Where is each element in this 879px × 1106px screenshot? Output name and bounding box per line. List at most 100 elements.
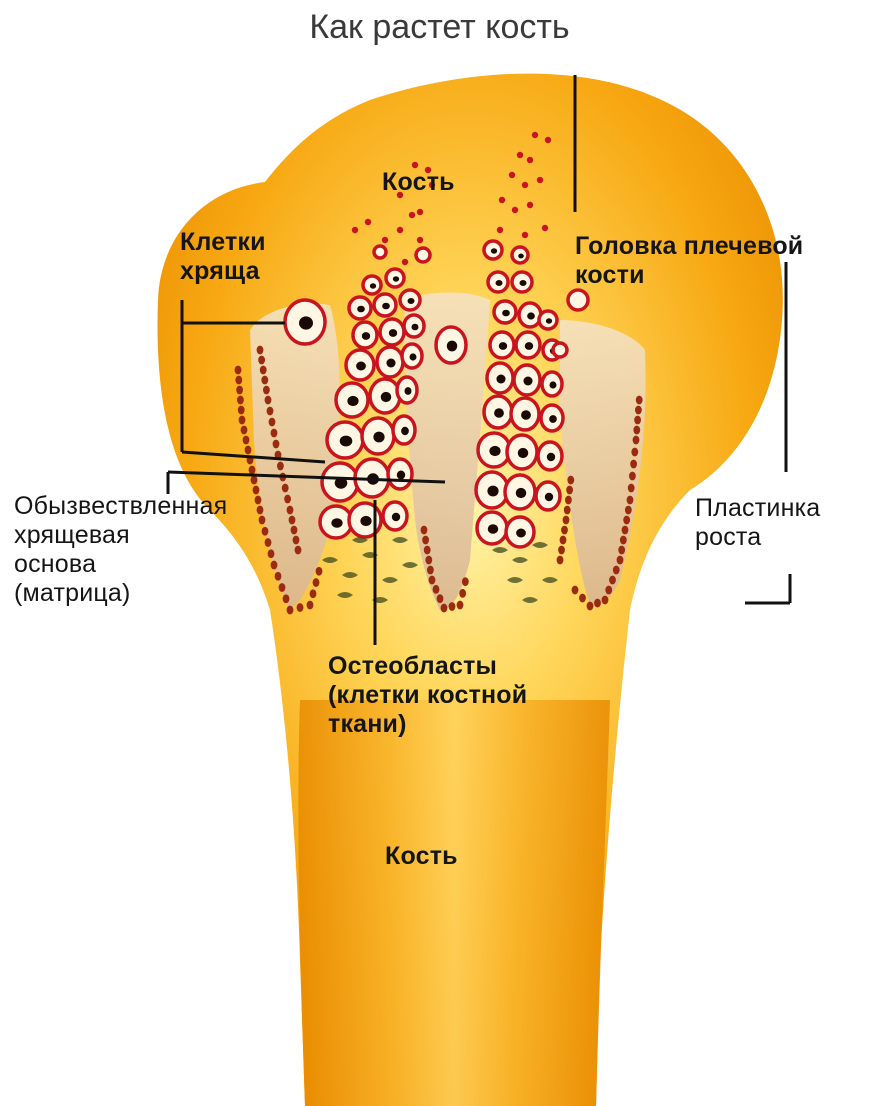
cell-nucleus — [518, 448, 529, 458]
cell-nucleus — [520, 280, 527, 286]
osteoblast-dot — [277, 462, 284, 471]
osteoblast-dot — [625, 506, 632, 515]
cell-nucleus — [496, 280, 503, 286]
osteoblast-dot — [283, 594, 290, 603]
osteoblast-dot — [572, 586, 579, 595]
osteoblast-dot — [437, 594, 444, 603]
osteoblast-dot — [271, 561, 278, 570]
red-dot — [542, 225, 548, 231]
cell-nucleus — [547, 453, 555, 461]
cell-nucleus — [489, 446, 500, 456]
red-dot — [402, 259, 408, 265]
red-dot — [397, 227, 403, 233]
osteoblast-dot — [238, 406, 245, 415]
cell-nucleus — [523, 377, 532, 386]
osteoblast-dot — [628, 484, 635, 493]
red-dot — [527, 157, 533, 163]
osteoblast-dot — [297, 603, 304, 612]
osteoblast-dot — [441, 604, 448, 613]
red-dot — [365, 219, 371, 225]
osteoblast-dot — [623, 516, 630, 525]
cartilage-cell — [553, 343, 567, 357]
cartilage-cell — [374, 246, 386, 258]
osteoblast-dot — [613, 566, 620, 575]
cell-nucleus — [496, 375, 505, 384]
osteoblast-dot — [631, 448, 638, 457]
osteoblast-dot — [618, 546, 625, 555]
cell-nucleus — [408, 298, 415, 304]
cell-nucleus — [516, 488, 527, 498]
cell-nucleus — [362, 332, 370, 340]
osteoblast-dot — [427, 566, 434, 575]
osteoblast-dot — [633, 426, 640, 435]
cell-nucleus — [340, 436, 353, 447]
cell-nucleus — [499, 342, 507, 350]
osteoblast-dot — [630, 460, 637, 469]
red-dot — [352, 227, 358, 233]
osteoblast-dot — [255, 496, 262, 505]
osteoblast-dot — [587, 602, 594, 611]
osteoblast-dot — [564, 506, 571, 515]
red-dot — [512, 207, 518, 213]
osteoblast-dot — [629, 472, 636, 481]
label-growth-plate: Пластинка роста — [695, 494, 820, 552]
osteoblast-dot — [237, 396, 244, 405]
label-calcified-matrix: Обызвествленная хрящевая основа (матрица… — [14, 492, 227, 608]
osteoblast-dot — [622, 526, 629, 535]
cell-nucleus — [521, 410, 531, 420]
osteoblast-dot — [422, 536, 429, 545]
osteoblast-dot — [594, 599, 601, 608]
red-dot — [417, 237, 423, 243]
red-dot — [409, 212, 415, 218]
cartilage-cell — [416, 248, 430, 262]
osteoblast-dot — [260, 366, 267, 375]
osteoblast-dot — [269, 418, 276, 427]
osteoblast-dot — [262, 527, 269, 536]
osteoblast-dot — [424, 546, 431, 555]
osteoblast-dot — [291, 526, 298, 535]
osteoblast-dot — [265, 396, 272, 405]
osteoblast-dot — [268, 549, 275, 558]
cell-nucleus — [393, 276, 399, 281]
label-cartilage-cells: Клетки хряща — [180, 228, 266, 286]
cell-nucleus — [502, 310, 510, 317]
osteoblast-dot — [635, 406, 642, 415]
osteoblast-dot — [257, 346, 264, 355]
osteoblast-dot — [257, 506, 264, 515]
osteoblast-dot — [421, 526, 428, 535]
red-dot — [382, 237, 388, 243]
osteoblast-dot — [627, 496, 634, 505]
osteoblast-dot — [263, 386, 270, 395]
red-dot — [532, 132, 538, 138]
cell-nucleus — [516, 529, 526, 538]
osteoblast-dot — [462, 577, 469, 586]
osteoblast-dot — [633, 436, 640, 445]
label-osteoblasts: Остеобласты (клетки костной ткани) — [328, 652, 527, 739]
red-dot — [522, 232, 528, 238]
cell-nucleus — [491, 248, 497, 253]
osteoblast-dot — [235, 376, 242, 385]
cell-nucleus — [397, 471, 405, 480]
cell-nucleus — [331, 518, 342, 528]
osteoblast-dot — [457, 601, 464, 610]
osteoblast-dot — [605, 586, 612, 595]
osteoblast-dot — [293, 536, 300, 545]
cell-nucleus — [386, 359, 395, 368]
osteoblast-dot — [579, 594, 586, 603]
osteoblast-dot — [249, 466, 256, 475]
cell-nucleus — [546, 318, 552, 323]
osteoblast-dot — [557, 556, 564, 565]
red-dot — [509, 172, 515, 178]
osteoblast-dot — [282, 484, 289, 493]
cell-nucleus — [382, 303, 390, 310]
cell-nucleus — [392, 513, 400, 521]
cell-nucleus — [356, 362, 366, 371]
osteoblast-dot — [459, 589, 466, 598]
cell-nucleus — [405, 387, 412, 395]
osteoblast-dot — [316, 567, 323, 576]
cell-nucleus — [347, 396, 358, 406]
red-dot — [517, 152, 523, 158]
cell-nucleus — [545, 493, 553, 501]
osteoblast-dot — [566, 486, 573, 495]
cell-nucleus — [360, 516, 371, 526]
